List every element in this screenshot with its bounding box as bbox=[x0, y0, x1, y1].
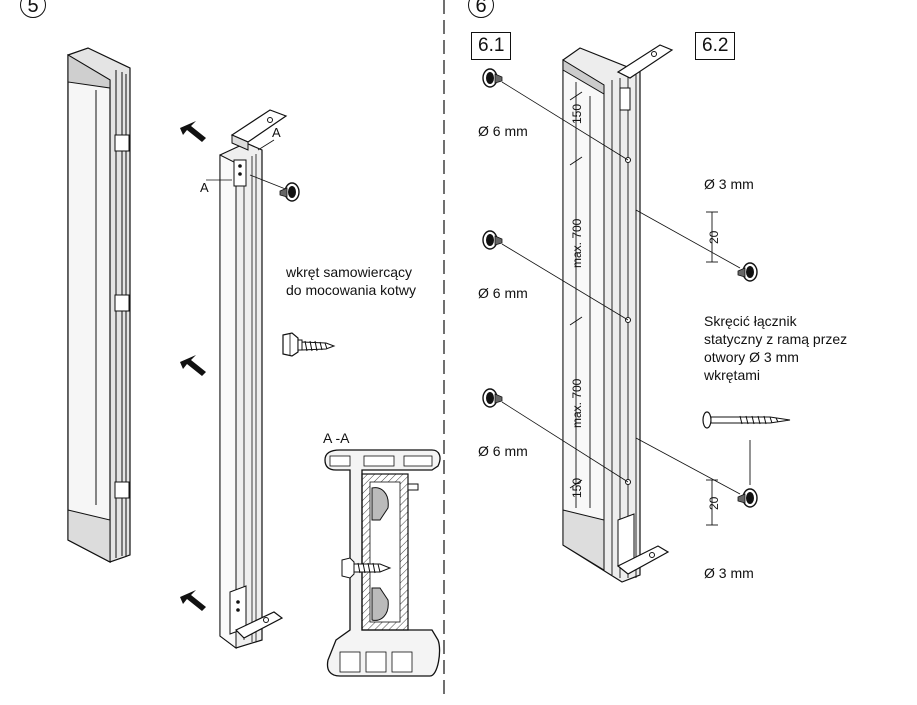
hole-6mm-label-2: Ø 6 mm bbox=[478, 285, 528, 301]
dim-max700-2: max. 700 bbox=[570, 378, 584, 428]
instruction-line-3: otwory Ø 3 mm bbox=[704, 349, 799, 365]
hole-6mm-label-3: Ø 6 mm bbox=[478, 443, 528, 459]
instruction-line-1: Skręcić łącznik bbox=[704, 313, 797, 329]
window-frame-illustration bbox=[67, 47, 131, 563]
hole-6mm-label-1: Ø 6 mm bbox=[478, 123, 528, 139]
hole-3mm-label-2: Ø 3 mm bbox=[704, 565, 754, 581]
dim-20-bottom: 20 bbox=[707, 496, 721, 510]
dim-20-top: 20 bbox=[707, 230, 721, 244]
dimension-lines bbox=[569, 82, 751, 526]
self-drilling-screw-icon bbox=[282, 332, 336, 357]
anchor-screw-top bbox=[249, 174, 300, 202]
frame-screws-3mm bbox=[635, 209, 758, 508]
substep-6-2-label: 6.2 bbox=[695, 32, 736, 60]
section-mark-a2: A bbox=[272, 125, 281, 140]
substep-6-1-label: 6.1 bbox=[471, 32, 512, 60]
dim-150-bottom: 150 bbox=[570, 478, 584, 498]
dim-max700-1: max. 700 bbox=[570, 218, 584, 268]
screw-note-line2: do mocowania kotwy bbox=[286, 282, 416, 298]
section-a-a-drawing bbox=[324, 449, 441, 677]
instruction-line-4: wkrętami bbox=[704, 367, 761, 383]
connector-installed-illustration bbox=[562, 44, 674, 583]
hole-3mm-label-1: Ø 3 mm bbox=[704, 176, 754, 192]
section-mark-a1: A bbox=[200, 180, 209, 195]
instruction-line-2: statyczny z ramą przez bbox=[704, 331, 848, 347]
frame-screw-icon bbox=[702, 411, 791, 429]
wall-plugs-6mm bbox=[482, 68, 629, 483]
dim-150-top: 150 bbox=[570, 104, 584, 124]
section-a-a-title: A -A bbox=[323, 430, 350, 446]
screw-note-line1: wkręt samowiercący bbox=[286, 264, 413, 280]
static-connector-profile bbox=[206, 109, 288, 649]
